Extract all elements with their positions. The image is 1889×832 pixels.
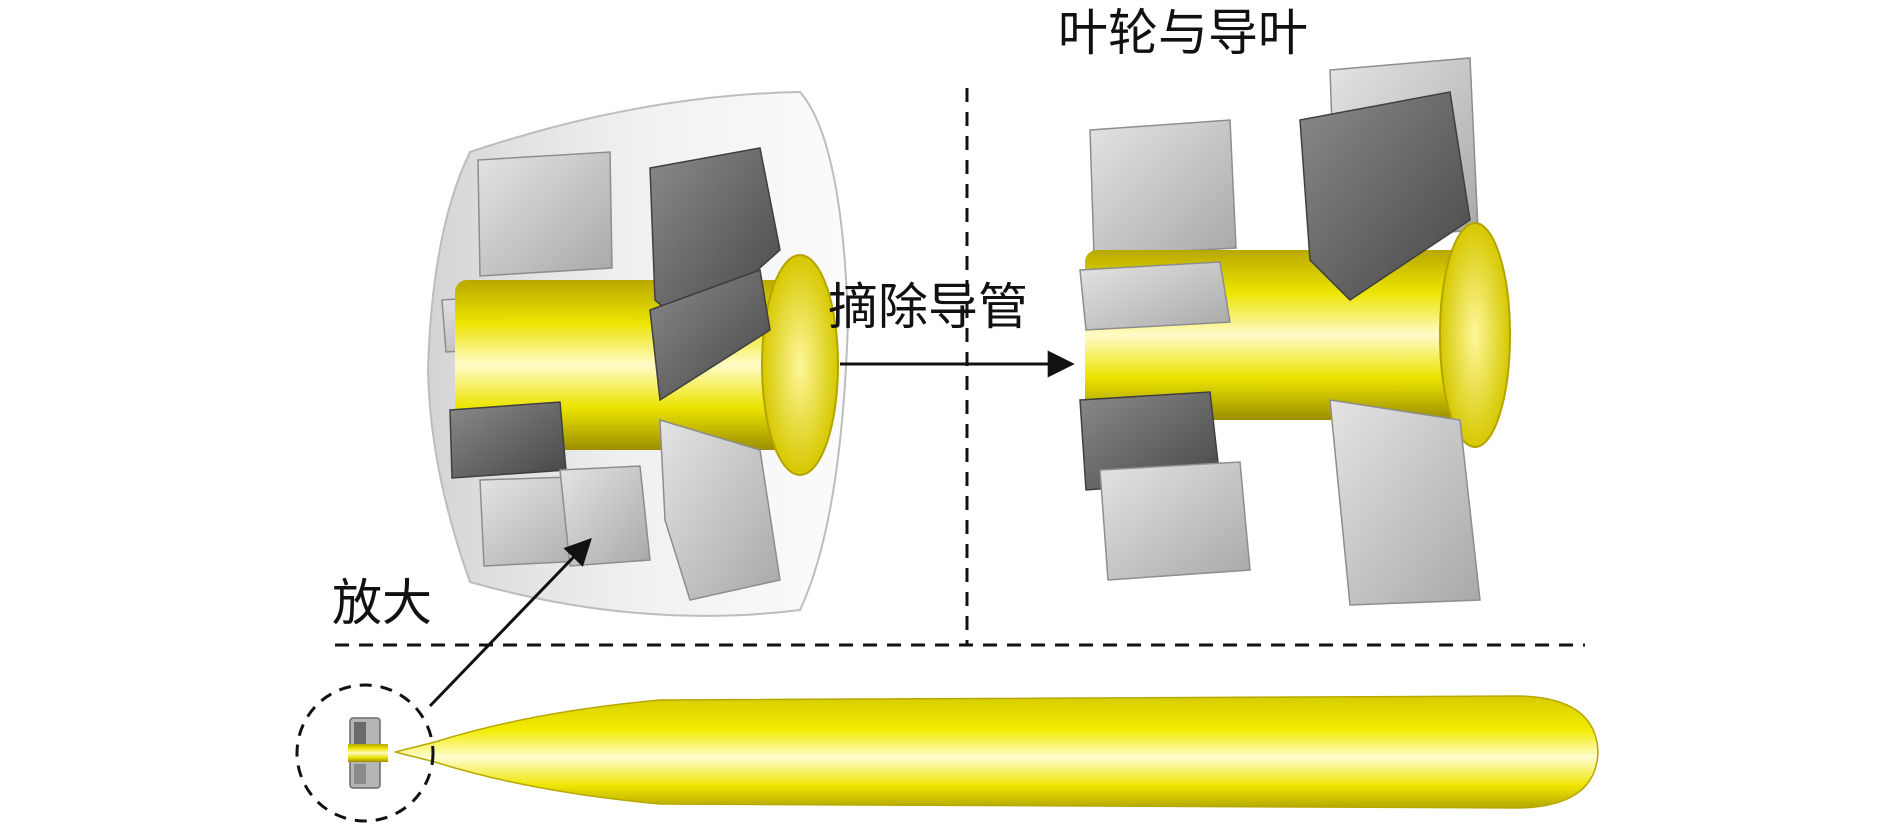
impeller-and-guide-vanes-illustration — [1080, 58, 1510, 605]
hub-end-face — [762, 255, 838, 475]
hub-end-face-right — [1440, 223, 1510, 447]
pump-jet-miniature — [348, 718, 388, 788]
zoom-in-label: 放大 — [332, 578, 432, 628]
remove-duct-label: 摘除导管 — [828, 282, 1028, 332]
pump-jet-with-duct-illustration — [428, 92, 848, 616]
guide-vane-lower-left — [450, 402, 566, 478]
guide-vane-upper-left — [1090, 120, 1236, 256]
impeller-blade-left-right — [1080, 262, 1230, 330]
guide-vane-top-left — [478, 152, 612, 276]
impeller-blade-bottom-right — [1330, 400, 1480, 605]
guide-vane-bottom-center — [560, 466, 650, 566]
underwater-vehicle-body-illustration — [297, 685, 1598, 821]
impeller-guide-vanes-label: 叶轮与导叶 — [1058, 8, 1308, 58]
guide-vane-lower-light — [1100, 462, 1250, 580]
vehicle-hull — [395, 696, 1598, 808]
